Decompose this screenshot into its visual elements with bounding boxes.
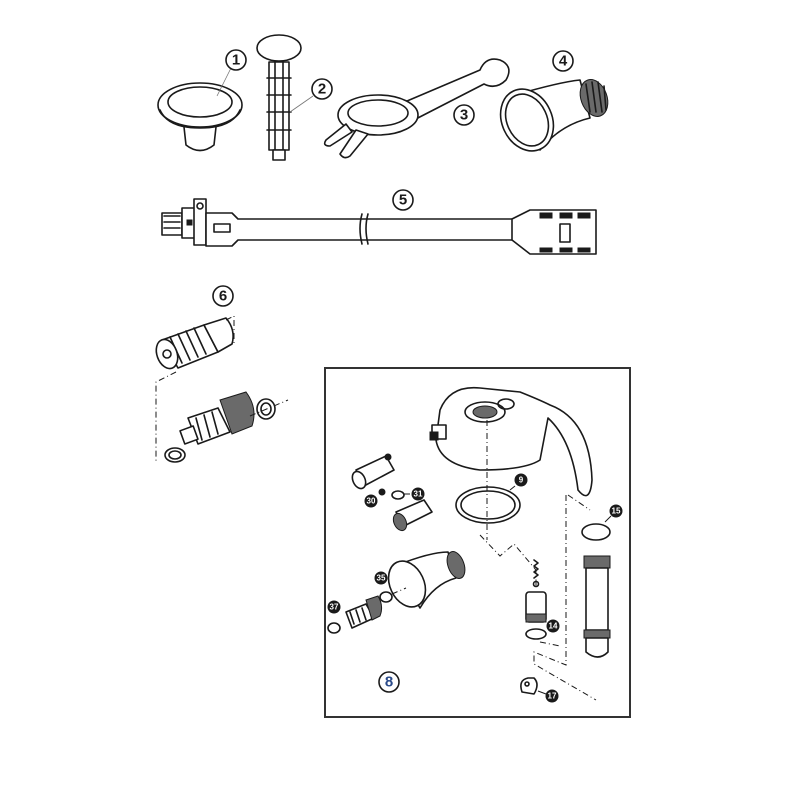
label-6: 6 — [212, 285, 234, 307]
routing-line-3 — [539, 641, 561, 647]
label-2: 2 — [311, 78, 333, 100]
svg-text:9: 9 — [519, 476, 524, 485]
callout-14: 14 — [546, 619, 560, 633]
o-ring-31 — [391, 490, 405, 500]
svg-text:31: 31 — [414, 490, 423, 499]
svg-text:15: 15 — [612, 507, 621, 516]
clip-17 — [520, 677, 538, 695]
callout-30: 30 — [364, 494, 378, 508]
callout-31: 31 — [411, 487, 425, 501]
svg-text:37: 37 — [330, 603, 339, 612]
svg-text:1: 1 — [232, 52, 240, 69]
routing-line-1 — [479, 534, 537, 588]
svg-text:8: 8 — [385, 674, 393, 691]
svg-text:6: 6 — [219, 288, 227, 305]
gasket-9 — [455, 485, 521, 524]
inset-nozzle-body — [345, 595, 383, 629]
label-3: 3 — [453, 104, 475, 126]
svg-text:4: 4 — [559, 53, 568, 70]
inset-nozzle — [387, 551, 466, 609]
callout-9: 9 — [514, 473, 528, 487]
valve-cartridge — [525, 559, 547, 640]
svg-text:17: 17 — [548, 692, 557, 701]
svg-text:3: 3 — [460, 107, 468, 124]
fitting-lower — [392, 499, 433, 532]
washer-35 — [379, 591, 393, 603]
svg-text:14: 14 — [549, 622, 558, 631]
routing-line-2 — [533, 494, 597, 701]
label-1: 1 — [225, 49, 247, 71]
callout-37: 37 — [327, 600, 341, 614]
part-1-knob — [157, 65, 243, 152]
callout-35: 35 — [374, 571, 388, 585]
part-4-nozzle — [499, 79, 609, 152]
label-5: 5 — [392, 189, 414, 211]
callout-15: 15 — [609, 504, 623, 518]
label-8: 8 — [378, 671, 400, 693]
o-ring-37 — [327, 622, 341, 634]
svg-text:5: 5 — [399, 192, 407, 209]
part-5-lance — [161, 198, 597, 255]
svg-text:2: 2 — [318, 81, 326, 98]
part-6-nozzle-assembly — [155, 315, 289, 463]
callout-17: 17 — [545, 689, 559, 703]
part-3-wrench — [323, 58, 510, 159]
ball-30 — [378, 488, 386, 496]
label-4: 4 — [552, 50, 574, 72]
assembly-8-frame — [324, 367, 631, 718]
svg-text:30: 30 — [367, 497, 376, 506]
sprayer-head — [429, 386, 593, 540]
part-2-plunger — [256, 34, 314, 161]
fitting-upper — [351, 453, 395, 490]
cylinder — [581, 523, 611, 658]
svg-text:35: 35 — [377, 574, 386, 583]
